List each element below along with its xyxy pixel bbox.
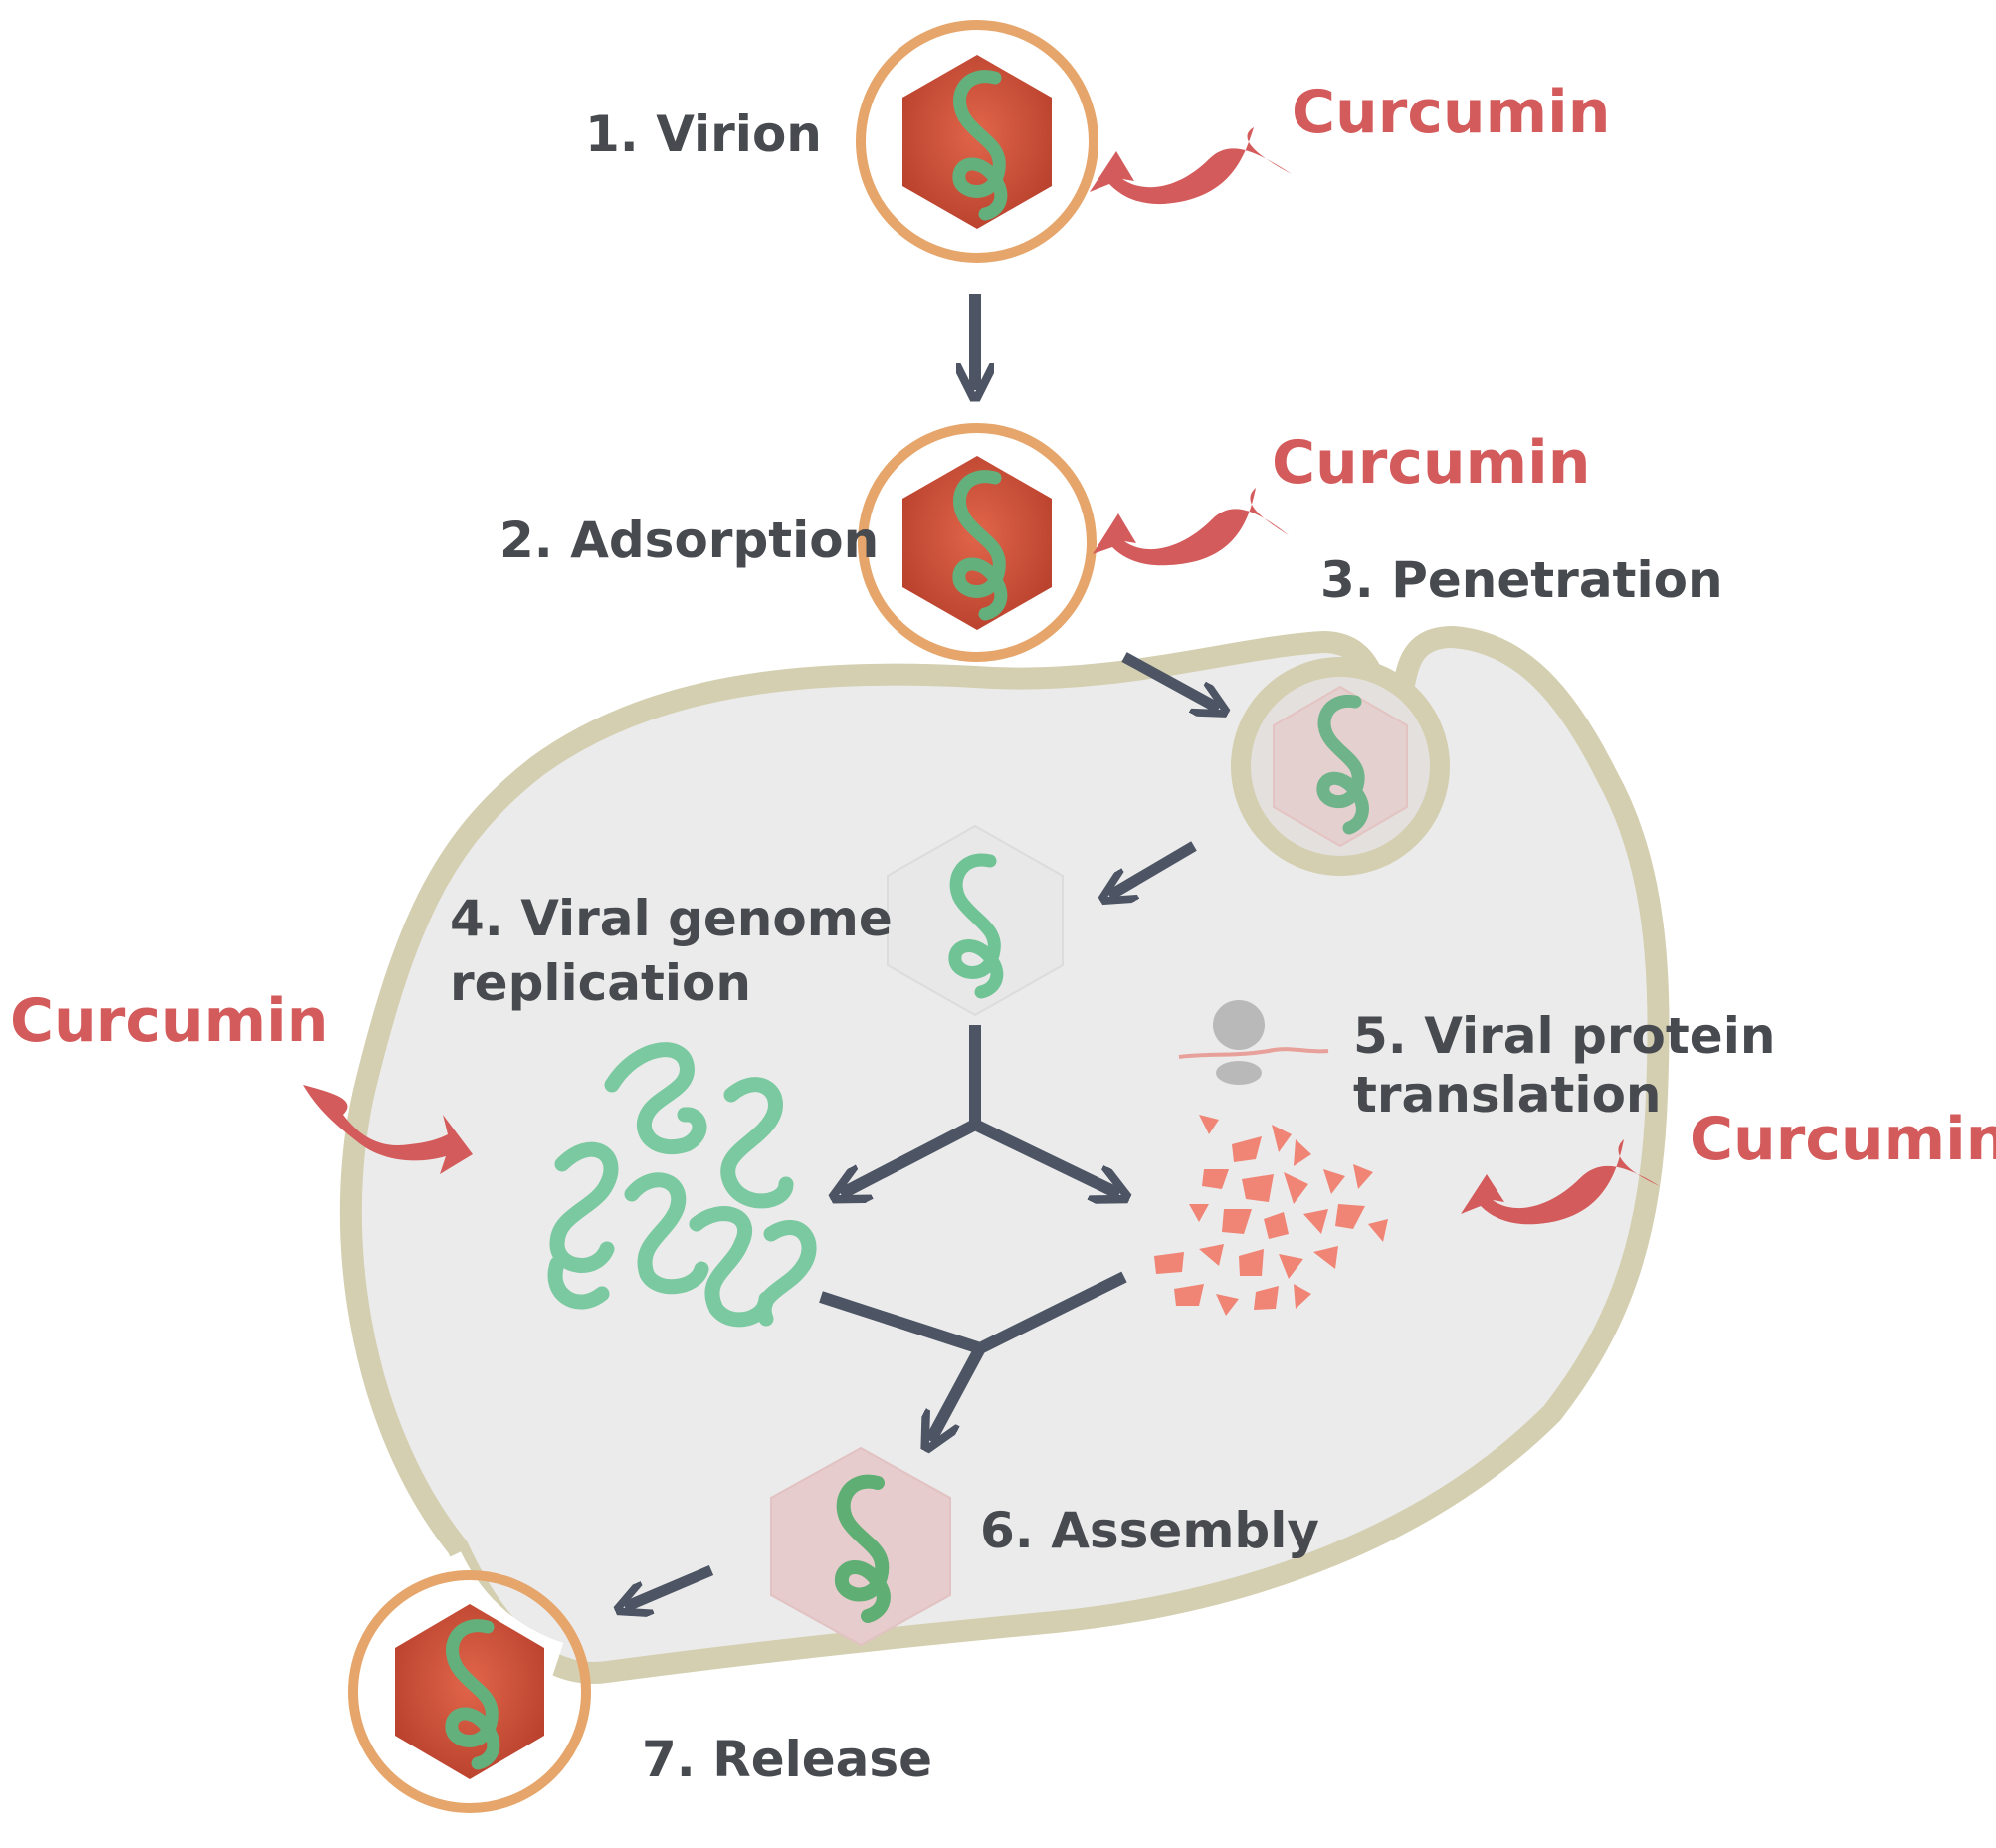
protein-fragment bbox=[1242, 1174, 1274, 1202]
virion-ring bbox=[856, 20, 1098, 263]
ribosome-small-subunit bbox=[1216, 1061, 1262, 1085]
label-translation-line2: translation bbox=[1353, 1066, 1662, 1124]
label-virion: 1. Virion bbox=[585, 105, 822, 163]
virion-genome bbox=[952, 70, 1008, 221]
adsorption-capsid bbox=[902, 456, 1052, 630]
inhibitor-arrows bbox=[303, 127, 1660, 1225]
genome-copy bbox=[547, 1256, 610, 1310]
released-capsid bbox=[395, 1604, 544, 1779]
label-translation-line1: 5. Viral protein bbox=[1353, 1007, 1775, 1065]
genome-copy bbox=[604, 1042, 707, 1155]
ribosome-large-subunit bbox=[1213, 1000, 1265, 1050]
protein-fragment bbox=[1199, 1244, 1224, 1266]
protein-fragment bbox=[1222, 1209, 1252, 1234]
protein-fragment bbox=[1284, 1172, 1308, 1204]
protein-fragment bbox=[1199, 1115, 1219, 1134]
protein-fragment bbox=[1216, 1294, 1239, 1316]
protein-fragment bbox=[1254, 1286, 1279, 1310]
packaged-genome bbox=[835, 1474, 891, 1623]
protein-fragment bbox=[1264, 1212, 1289, 1239]
curcumin-arrow-adsorption bbox=[1093, 488, 1289, 566]
merge-from-genomes bbox=[819, 1291, 982, 1354]
assembly-particle bbox=[770, 1446, 951, 1647]
protein-fragment bbox=[1174, 1284, 1204, 1306]
protein-fragment bbox=[1368, 1219, 1388, 1242]
curcumin-label-translation: Curcumin bbox=[1690, 1105, 1996, 1174]
curcumin-label-virion: Curcumin bbox=[1292, 78, 1610, 147]
assembled-capsid bbox=[770, 1446, 951, 1647]
merge-from-proteins bbox=[977, 1271, 1127, 1354]
adsorption-genome bbox=[952, 470, 1008, 621]
genome-copy bbox=[756, 1220, 817, 1327]
curcumin-label-adsorption: Curcumin bbox=[1272, 428, 1590, 498]
genome-copy bbox=[624, 1172, 709, 1295]
curcumin-arrow-translation bbox=[1461, 1139, 1660, 1225]
replicated-genomes bbox=[547, 1042, 817, 1328]
adsorption-particle bbox=[858, 423, 1097, 662]
protein-fragment bbox=[1294, 1284, 1311, 1309]
label-adsorption: 2. Adsorption bbox=[499, 512, 879, 569]
virion-capsid bbox=[902, 55, 1052, 229]
protein-fragment bbox=[1272, 1125, 1292, 1152]
genome-copy bbox=[720, 1077, 794, 1209]
label-replication-line1: 4. Viral genome bbox=[450, 890, 893, 947]
arrow-penetration-to-uncoating bbox=[1109, 841, 1197, 896]
viral-proteins bbox=[1154, 1115, 1388, 1316]
label-assembly: 6. Assembly bbox=[980, 1502, 1319, 1559]
released-genome bbox=[948, 853, 1004, 999]
label-replication-line2: replication bbox=[450, 954, 751, 1012]
uncoated-genome bbox=[887, 824, 1064, 1017]
protein-fragment bbox=[1353, 1164, 1373, 1189]
arrow-to-replication bbox=[841, 1119, 978, 1194]
released-virion bbox=[348, 1570, 591, 1813]
genome-copy bbox=[689, 1206, 774, 1328]
arrow-adsorption-to-penetration bbox=[1121, 652, 1219, 709]
endosome bbox=[1231, 657, 1450, 876]
protein-fragment bbox=[1232, 1136, 1262, 1162]
released-genome bbox=[445, 1619, 500, 1770]
curcumin-arrow-virion bbox=[1090, 127, 1292, 205]
arrow-to-assembly bbox=[930, 1345, 986, 1441]
protein-fragment bbox=[1202, 1169, 1229, 1189]
protein-fragment bbox=[1313, 1246, 1338, 1269]
genome-copy bbox=[549, 1141, 619, 1273]
adsorption-ring bbox=[858, 423, 1097, 662]
flow-arrows bbox=[625, 294, 1219, 1607]
mrna-strand bbox=[1178, 1047, 1329, 1059]
protein-fragment bbox=[1303, 1209, 1328, 1234]
released-ring bbox=[348, 1570, 591, 1813]
virion-particle bbox=[856, 20, 1098, 263]
label-release: 7. Release bbox=[642, 1731, 932, 1788]
inhibitor-labels: Curcumin Curcumin Curcumin Curcumin bbox=[10, 78, 1996, 1174]
endosome-genome-icon bbox=[1316, 694, 1369, 835]
protein-fragment bbox=[1279, 1254, 1303, 1279]
protein-fragment bbox=[1294, 1139, 1311, 1166]
step-labels: 1. Virion 2. Adsorption 3. Penetration 4… bbox=[450, 105, 1775, 1788]
curcumin-label-replication: Curcumin bbox=[10, 986, 328, 1056]
protein-fragment bbox=[1335, 1204, 1365, 1229]
arrow-to-translation bbox=[972, 1119, 1119, 1194]
curcumin-arrow-replication bbox=[303, 1085, 473, 1174]
label-penetration: 3. Penetration bbox=[1320, 551, 1723, 609]
protein-fragment bbox=[1154, 1252, 1184, 1274]
ribosome bbox=[1178, 1000, 1329, 1085]
arrow-to-release bbox=[625, 1564, 714, 1607]
protein-fragment bbox=[1239, 1249, 1264, 1276]
protein-fragment bbox=[1189, 1204, 1209, 1222]
endosome-capsid-icon bbox=[1273, 685, 1408, 848]
protein-fragment bbox=[1323, 1169, 1345, 1194]
cell-membrane bbox=[339, 626, 1670, 1684]
